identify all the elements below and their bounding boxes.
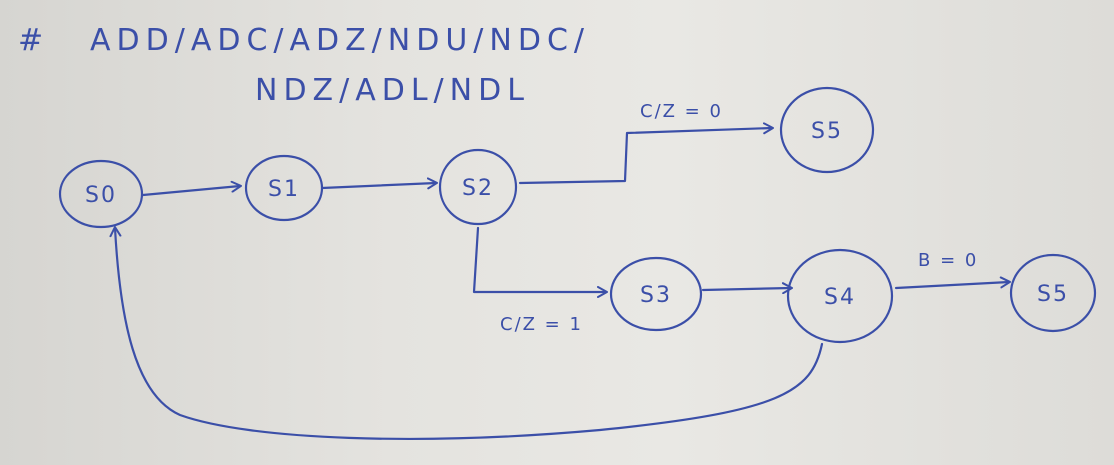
state-s5-upper: S5	[779, 86, 875, 174]
state-s5-upper-label: S5	[811, 119, 843, 144]
state-s4-label: S4	[824, 285, 856, 310]
state-s2-label: S2	[462, 176, 494, 201]
state-s0: S0	[58, 159, 144, 229]
state-s5-lower-label: S5	[1037, 282, 1069, 307]
state-s1-label: S1	[268, 177, 300, 202]
heading-marker: #	[18, 23, 49, 58]
transition-s0-s1	[141, 180, 242, 197]
state-s3: S3	[609, 256, 703, 332]
heading-line-1: ADD/ADC/ADZ/NDU/NDC/	[90, 23, 590, 58]
state-s3-label: S3	[640, 283, 672, 308]
state-s2: S2	[438, 148, 518, 226]
transition-s2-s5	[518, 122, 774, 185]
state-s0-label: S0	[85, 183, 117, 208]
label-s4-s5: B = 0	[918, 250, 978, 271]
transition-s4-s5	[894, 276, 1011, 290]
transition-s4-s0	[109, 226, 824, 440]
heading-line-2: NDZ/ADL/NDL	[255, 73, 530, 108]
state-s4: S4	[786, 248, 894, 344]
transition-s2-s3	[472, 226, 608, 298]
label-s2-s3: C/Z = 1	[500, 314, 583, 335]
state-s5-lower: S5	[1009, 253, 1097, 333]
transition-s1-s2	[320, 177, 438, 190]
transition-s3-s4	[701, 282, 793, 295]
state-s1: S1	[244, 154, 324, 222]
label-s2-s5: C/Z = 0	[640, 101, 723, 122]
